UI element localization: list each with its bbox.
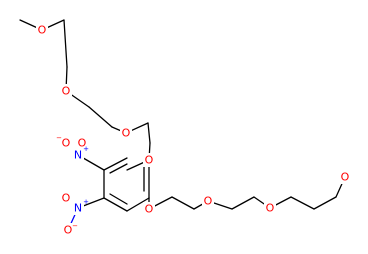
atom-o-nitro-top-right: O [76,136,88,150]
atom-o-aryl-top: O [143,153,155,167]
atom-label: O [145,154,154,167]
atom-o-right-methoxy: O [339,170,351,184]
atom-o-top-ether-2: O [60,84,72,98]
atom-label: O [341,171,350,184]
atom-label: O [62,137,71,150]
ring-inner-double-3 [109,193,128,205]
atom-label-background [60,191,72,205]
atom-label: O [204,195,213,208]
atom-label-background [60,136,72,150]
atom-label: O [38,24,47,37]
atom-o-nitro-bottom-left: O [60,191,72,205]
atom-o-nitro-bottom-bottom: O [62,223,74,237]
atom-label: O [266,202,275,215]
charge-o-nitro-top-left: − [56,134,62,142]
chain-right-c3-c4 [231,196,255,210]
charge-n-nitro-top: + [83,145,89,153]
atom-label-background [76,136,88,150]
atom-label-background [72,201,84,215]
ring-inner-double-1 [109,163,128,174]
atom-o-nitro-top-left: O [60,136,72,150]
atom-label-background [339,170,351,184]
atom-label: N [74,202,82,215]
atom-label-background [202,194,214,208]
atom-label-background [36,23,48,37]
charge-o-nitro-bottom-bottom: − [72,222,78,230]
atom-label: O [62,192,71,205]
chain-top-c5-c6 [147,122,151,144]
chain-right-c6-o [313,196,337,210]
chain-right-c1-c2 [171,196,195,210]
atom-n-nitro-top: N [72,148,84,162]
atom-label-background [143,153,155,167]
atom-label-background [72,148,84,162]
atom-label: O [78,137,87,150]
atom-label-background [62,223,74,237]
atom-label-background [60,84,72,98]
atom-label: O [145,203,154,216]
atom-label: O [122,127,131,140]
chain-top-c1-c2 [63,19,68,68]
atom-label: N [74,149,82,162]
charge-n-nitro-bottom: + [83,198,89,206]
ring-c6-c1 [103,157,128,171]
chain-right-c5-c6 [290,196,315,210]
ring-c4-c5 [103,197,128,212]
ring-c3-c4 [126,197,150,212]
atom-label-background [264,201,276,215]
atom-label: O [64,224,73,237]
atom-o-top-methoxy: O [36,23,48,37]
atom-label-background [143,202,155,216]
chain-top-c3-c4 [88,106,113,128]
atom-o-right-ether-2: O [264,201,276,215]
atom-label: O [62,85,71,98]
atom-o-right-ether-1: O [202,194,214,208]
atom-o-top-ether-1: O [120,126,132,140]
atom-label-background [120,126,132,140]
atom-n-nitro-bottom: N [72,201,84,215]
atom-o-aryl-bottom: O [143,202,155,216]
